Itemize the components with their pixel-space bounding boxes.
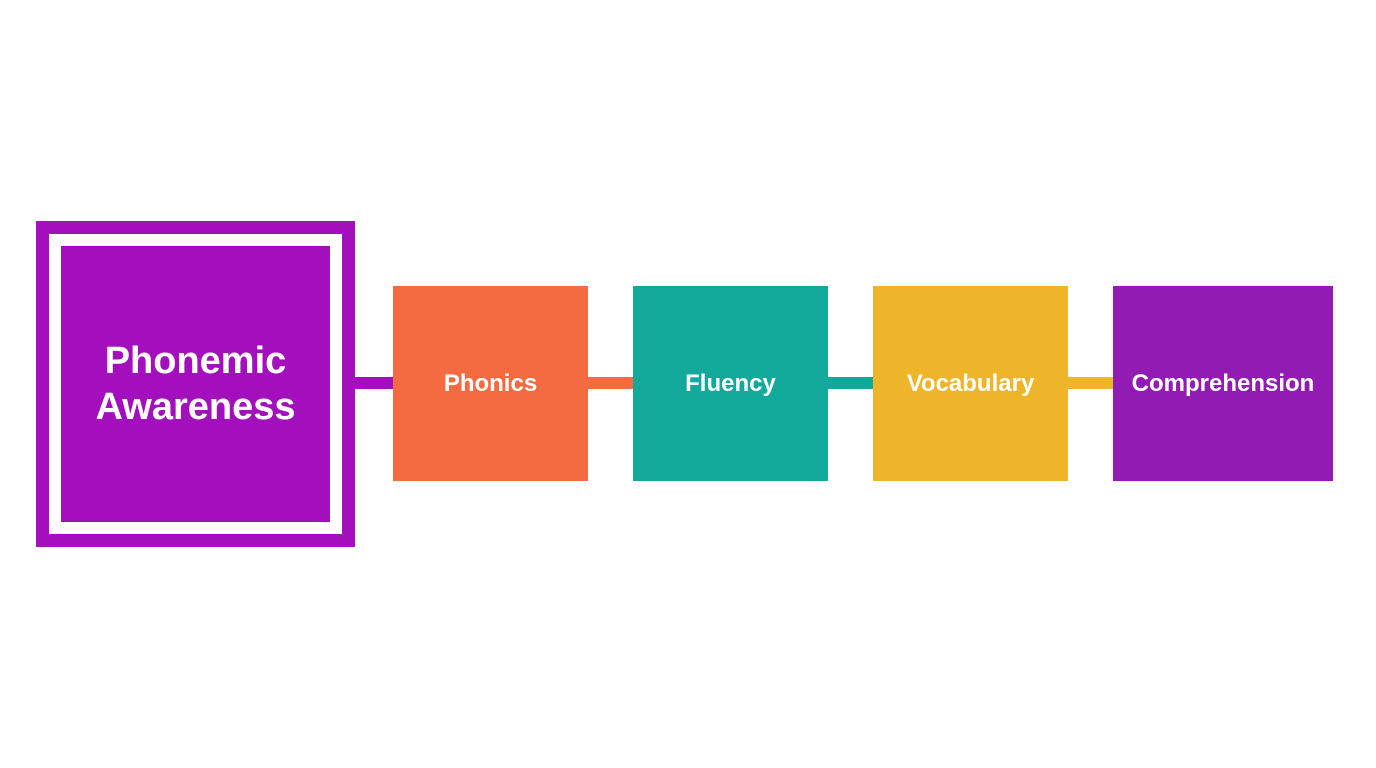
node-phonemic-awareness-ring: Phonemic Awareness <box>49 234 342 534</box>
node-phonemic-awareness-label: Phonemic Awareness <box>96 338 296 430</box>
node-phonemic-awareness-label-line2: Awareness <box>95 386 296 428</box>
node-vocabulary-label: Vocabulary <box>906 369 1035 397</box>
node-phonemic-awareness: Phonemic Awareness <box>36 221 355 547</box>
node-comprehension-label: Comprehension <box>1131 369 1315 397</box>
node-fluency: Fluency <box>633 286 828 481</box>
connector-fluency-to-vocabulary <box>827 377 875 389</box>
node-phonemic-awareness-label-line1: Phonemic <box>104 340 287 382</box>
node-phonics: Phonics <box>393 286 588 481</box>
connector-phonemic-to-phonics <box>354 377 396 389</box>
node-phonemic-awareness-box: Phonemic Awareness <box>61 246 330 522</box>
node-phonics-label: Phonics <box>443 369 538 397</box>
node-comprehension: Comprehension <box>1113 286 1333 481</box>
connector-phonics-to-fluency <box>587 377 635 389</box>
node-vocabulary: Vocabulary <box>873 286 1068 481</box>
node-fluency-label: Fluency <box>685 369 776 397</box>
connector-vocabulary-to-comprehension <box>1067 377 1115 389</box>
